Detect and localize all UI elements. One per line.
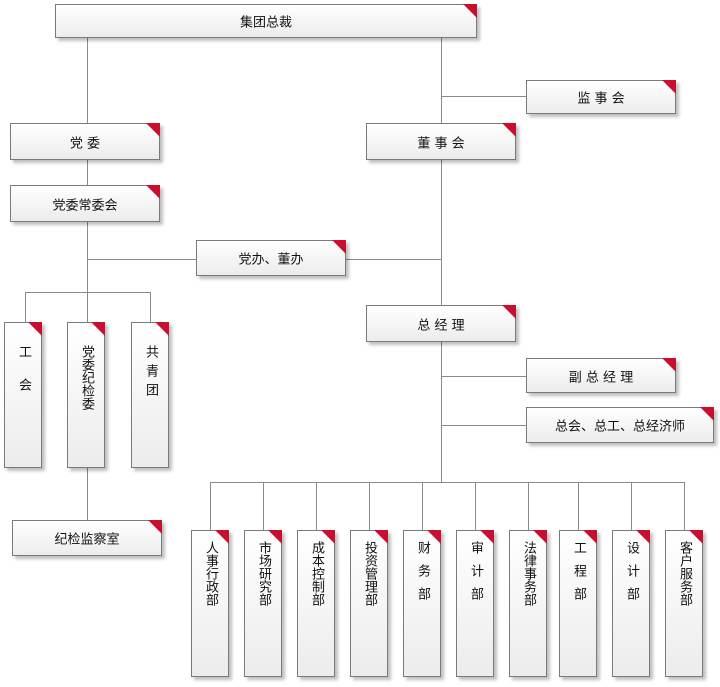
connector	[422, 482, 423, 530]
node-label: 市场研究部	[256, 541, 271, 606]
connector	[150, 292, 151, 322]
connector	[87, 38, 88, 123]
node-board-of-directors: 董 事 会	[366, 123, 516, 160]
connector	[25, 292, 151, 293]
node-department: 工程部	[559, 530, 597, 677]
node-label: 党委纪检委	[79, 345, 94, 410]
node-label: 纪检监察室	[54, 532, 120, 548]
node-deputy-gm: 副 总 经 理	[526, 358, 676, 393]
connector	[87, 222, 88, 292]
node-label: 共青团	[143, 345, 158, 402]
node-label: 集团总裁	[239, 15, 292, 31]
node-department: 设计部	[612, 530, 650, 677]
connector	[528, 482, 529, 530]
node-label: 总会、总工、总经济师	[554, 419, 685, 435]
node-department: 成本控制部	[297, 530, 335, 677]
node-label: 监 事 会	[577, 91, 625, 107]
connector	[631, 482, 632, 530]
node-label: 党 委	[69, 136, 101, 151]
node-ceo: 集团总裁	[55, 4, 477, 38]
connector	[441, 425, 526, 426]
connector	[210, 482, 684, 483]
connector	[210, 482, 211, 530]
connector	[316, 482, 317, 530]
node-label: 工会	[16, 345, 31, 411]
node-youth-league: 共青团	[131, 322, 169, 468]
node-standing-committee: 党委常委会	[10, 185, 160, 222]
node-general-manager: 总 经 理	[366, 305, 516, 342]
node-label: 财务部	[415, 541, 430, 610]
node-label: 党委常委会	[52, 198, 118, 213]
node-label: 投资管理部	[362, 541, 377, 606]
connector	[684, 482, 685, 530]
connector	[87, 468, 88, 520]
node-department: 审计部	[456, 530, 494, 677]
connector	[441, 38, 442, 482]
node-discipline-committee: 党委纪检委	[67, 322, 105, 468]
connector	[87, 160, 88, 185]
connector	[369, 482, 370, 530]
node-department: 财务部	[403, 530, 441, 677]
node-department: 市场研究部	[244, 530, 282, 677]
node-department: 法律事务部	[509, 530, 547, 677]
node-department: 人事行政部	[191, 530, 229, 677]
node-supervisory-board: 监 事 会	[526, 80, 676, 114]
connector	[263, 482, 264, 530]
node-label: 工程部	[571, 541, 586, 610]
connector	[475, 482, 476, 530]
node-label: 客户服务部	[677, 541, 692, 606]
node-party-board-office: 党办、董办	[196, 240, 346, 276]
connector	[87, 292, 88, 322]
node-label: 副 总 经 理	[568, 370, 634, 385]
node-label: 总 经 理	[417, 318, 465, 333]
node-department: 客户服务部	[665, 530, 703, 677]
node-label: 党办、董办	[238, 252, 304, 268]
node-label: 设计部	[624, 541, 639, 610]
node-chief-officers: 总会、总工、总经济师	[526, 407, 714, 443]
node-department: 投资管理部	[350, 530, 388, 677]
connector	[578, 482, 579, 530]
node-label: 人事行政部	[203, 541, 218, 606]
node-label: 成本控制部	[309, 541, 324, 606]
node-union: 工会	[4, 322, 42, 468]
node-discipline-office: 纪检监察室	[12, 520, 162, 556]
connector	[441, 96, 526, 97]
node-party-committee: 党 委	[10, 123, 160, 160]
node-label: 法律事务部	[521, 541, 536, 606]
node-label: 审计部	[468, 541, 483, 610]
connector	[441, 376, 526, 377]
node-label: 董 事 会	[417, 136, 465, 151]
connector	[25, 292, 26, 322]
